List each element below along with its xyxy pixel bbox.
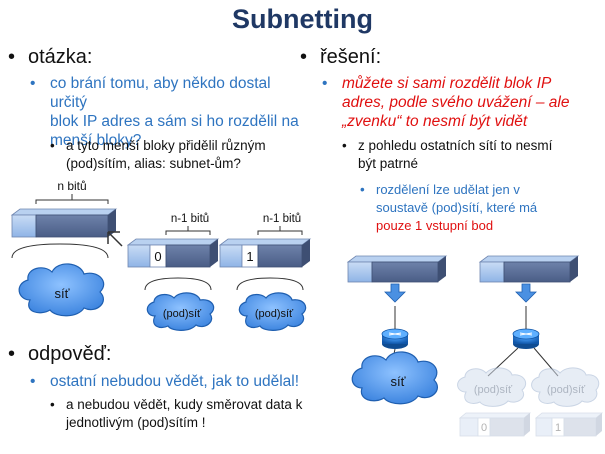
ip-block-large (10, 208, 118, 238)
solution-heading: řešení: (320, 46, 382, 68)
n1-bits-label-b: n-1 bitů (263, 213, 301, 225)
solution-text: můžete si sami rozdělit blok IP adres, p… (342, 75, 570, 130)
bullet-dot: • (50, 138, 55, 153)
answer-text: ostatní nebudou vědět, jak to udělal! (50, 373, 300, 390)
down-arrow-icon (384, 283, 406, 303)
solution-sub: z pohledu ostatních sítí to nesmí být pa… (358, 138, 553, 171)
subnet-cloud-a: (pod)síť (146, 292, 215, 331)
bullet-dot: • (8, 343, 16, 365)
bullet-dot: • (30, 75, 36, 92)
bullet-dot: • (30, 373, 36, 390)
bullet-dot: • (342, 138, 347, 153)
svg-text:1: 1 (246, 249, 253, 264)
svg-text:0: 0 (154, 249, 161, 264)
page-title: Subnetting (232, 4, 373, 34)
bullet-dot: • (360, 182, 365, 197)
svg-text:(pod)síť: (pod)síť (255, 308, 294, 320)
bullet-dot: • (8, 46, 16, 68)
brace (11, 243, 109, 259)
down-arrow-icon (515, 283, 537, 303)
router-icon (512, 328, 540, 349)
svg-text:(pod)síť: (pod)síť (163, 308, 202, 320)
question-text: co brání tomu, aby někdo dostal určitý b… (50, 75, 299, 149)
n-bits-label: n bitů (57, 179, 86, 193)
bracket (35, 199, 109, 204)
bullet-dot: • (50, 397, 55, 412)
svg-text:0: 0 (481, 422, 487, 434)
ip-block-right-a (346, 255, 448, 283)
solution-subsub: rozdělení lze udělat jen v soustavě (pod… (376, 182, 538, 233)
svg-text:(pod)síť: (pod)síť (474, 384, 513, 396)
bullet-dot: • (322, 75, 328, 92)
network-cloud: síť (18, 263, 105, 317)
bullet-dot: • (300, 46, 308, 68)
answer-heading: odpověď: (28, 343, 112, 365)
question-heading: otázka: (28, 46, 93, 68)
network-cloud-right: síť (351, 351, 438, 405)
n1-bits-label-a: n-1 bitů (171, 213, 209, 225)
subnet-cloud-faded-a: (pod)síť (457, 367, 527, 407)
question-sub: a tyto menší bloky přidělil různým (pod)… (66, 138, 266, 171)
ip-block-right-b (478, 255, 580, 283)
subnet-cloud-faded-b: (pod)síť (531, 367, 600, 407)
svg-text:síť: síť (55, 286, 70, 301)
ip-block-sub-0: 0 (126, 238, 220, 268)
answer-sub: a nebudou vědět, kudy směrovat data k je… (66, 397, 303, 430)
svg-text:(pod)síť: (pod)síť (547, 384, 586, 396)
svg-text:1: 1 (555, 422, 561, 434)
ip-block-faded-0: 0 (458, 412, 532, 437)
svg-text:síť: síť (391, 374, 406, 389)
subnet-cloud-b: (pod)síť (238, 292, 307, 331)
ip-block-faded-1: 1 (534, 412, 604, 437)
split-arrow-icon (107, 231, 123, 247)
router-icon (381, 328, 409, 349)
ip-block-sub-1: 1 (218, 238, 312, 268)
